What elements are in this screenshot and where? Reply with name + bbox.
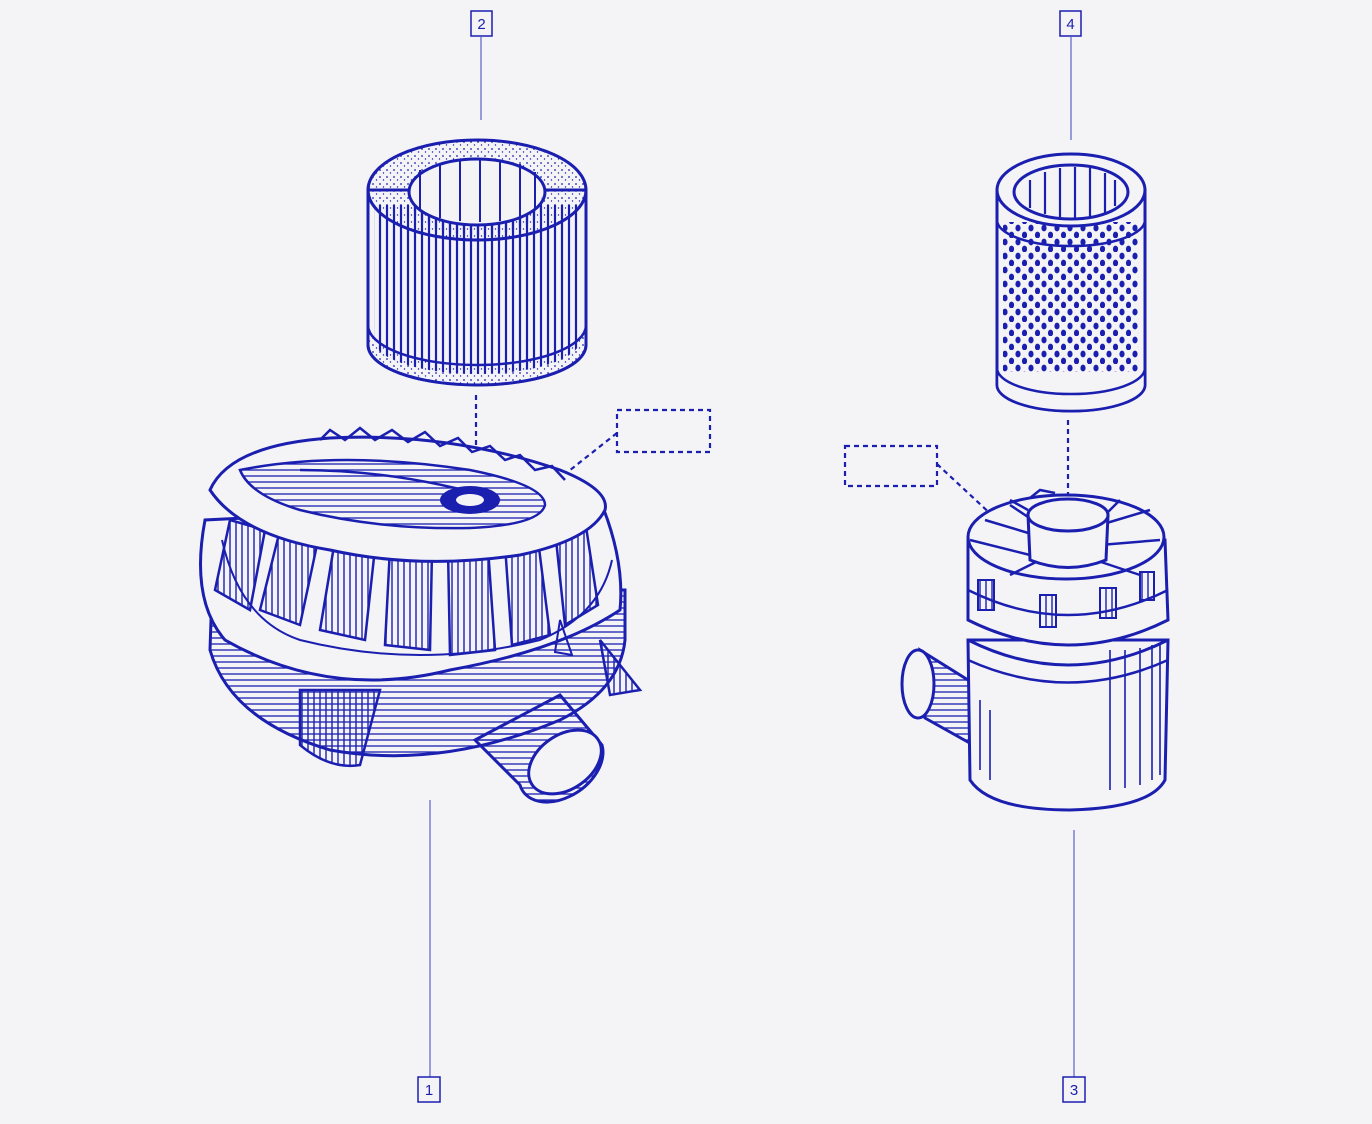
callout-3: 3 <box>1062 1076 1086 1103</box>
filter-element-tall <box>995 152 1147 413</box>
empty-label-box-left <box>615 408 712 454</box>
filter-housing-oval <box>199 426 643 804</box>
callout-box <box>470 10 493 37</box>
leader-lines <box>429 37 1075 1077</box>
callout-1: 1 <box>417 1076 441 1103</box>
callout-box <box>1059 10 1082 37</box>
filter-housing-round <box>900 488 1170 812</box>
callout-box <box>1062 1076 1086 1103</box>
callout-label: 3 <box>1070 1082 1078 1099</box>
callout-box <box>417 1076 441 1103</box>
callout-label: 4 <box>1066 16 1074 33</box>
callout-label: 2 <box>477 16 485 33</box>
callout-2: 2 <box>470 10 493 37</box>
empty-label-pointer-right <box>936 463 996 519</box>
empty-label-pointer-left <box>559 432 618 479</box>
callout-4: 4 <box>1059 10 1082 37</box>
filter-element-short <box>366 138 588 387</box>
callout-label: 1 <box>425 1082 433 1099</box>
empty-label-box-right <box>843 444 939 488</box>
